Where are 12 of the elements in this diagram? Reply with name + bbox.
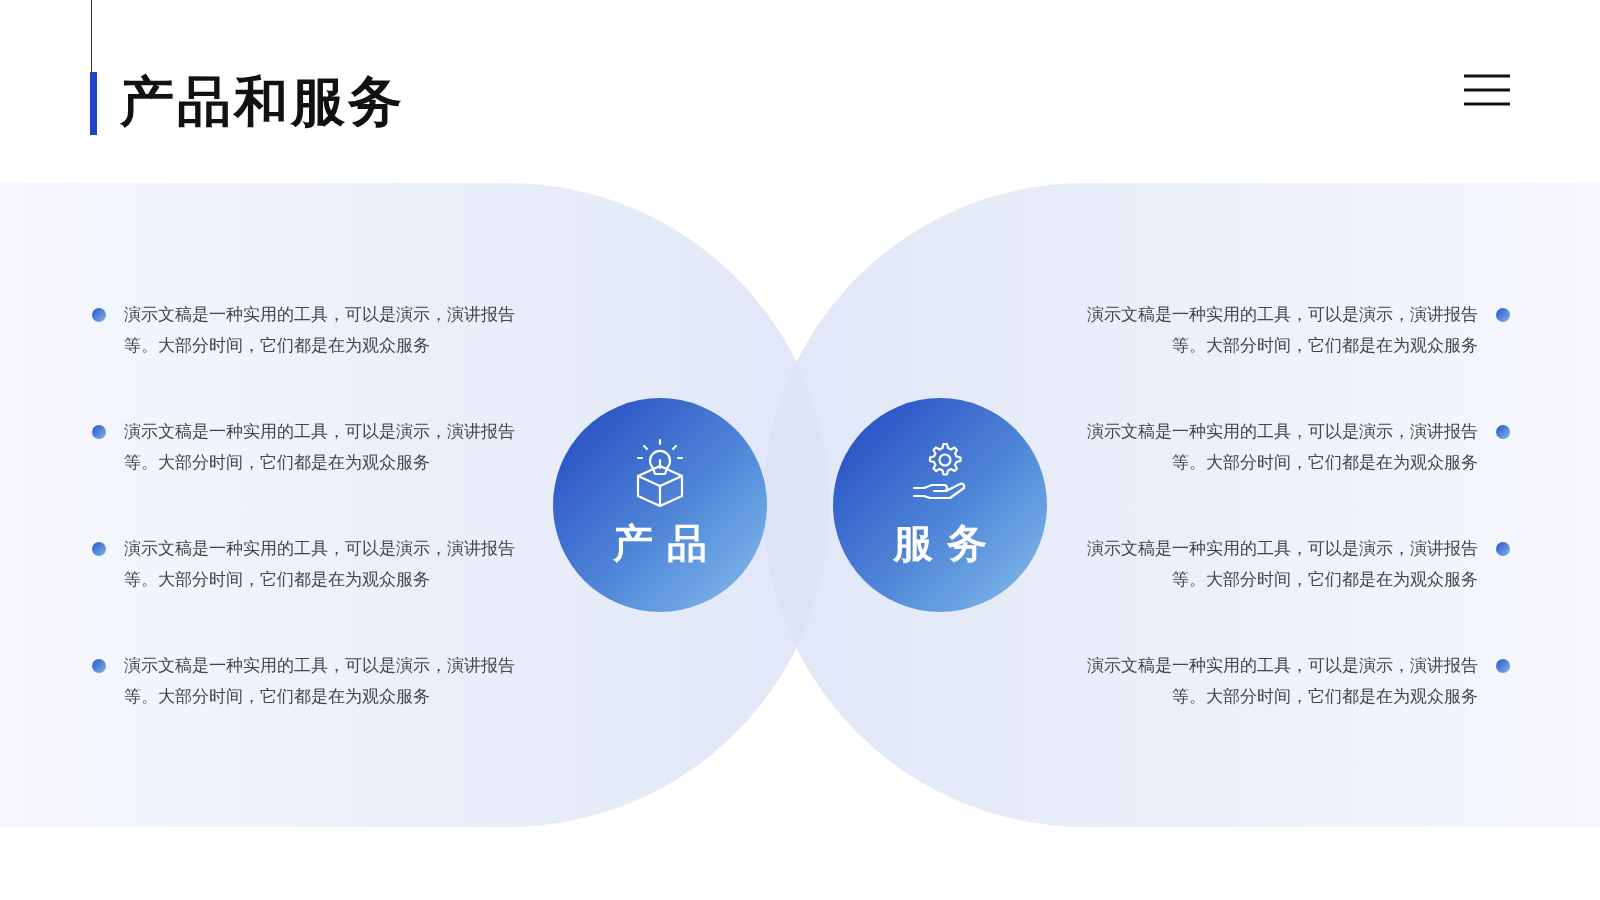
bullet-text: 演示文稿是一种实用的工具，可以是演示，演讲报告等。大部分时间，它们都是在为观众服务 xyxy=(1086,654,1478,708)
circle-label: 产品 xyxy=(612,519,722,568)
bullet-text: 演示文稿是一种实用的工具，可以是演示，演讲报告等。大部分时间，它们都是在为观众服务 xyxy=(124,420,516,474)
bullet-text: 演示文稿是一种实用的工具，可以是演示，演讲报告等。大部分时间，它们都是在为观众服务 xyxy=(124,537,516,591)
venn-band xyxy=(0,183,800,827)
bullet-text: 演示文稿是一种实用的工具，可以是演示，演讲报告等。大部分时间，它们都是在为观众服务 xyxy=(1086,537,1478,591)
bullet-text: 演示文稿是一种实用的工具，可以是演示，演讲报告等。大部分时间，它们都是在为观众服务 xyxy=(1086,303,1478,357)
bullet-text: 演示文稿是一种实用的工具，可以是演示，演讲报告等。大部分时间，它们都是在为观众服务 xyxy=(124,654,516,708)
bullet-text: 演示文稿是一种实用的工具，可以是演示，演讲报告等。大部分时间，它们都是在为观众服务 xyxy=(124,303,516,357)
bullet-text: 演示文稿是一种实用的工具，可以是演示，演讲报告等。大部分时间，它们都是在为观众服务 xyxy=(1086,420,1478,474)
slide-title: 产品和服务 xyxy=(120,70,405,134)
circle-label: 服务 xyxy=(891,519,1002,568)
